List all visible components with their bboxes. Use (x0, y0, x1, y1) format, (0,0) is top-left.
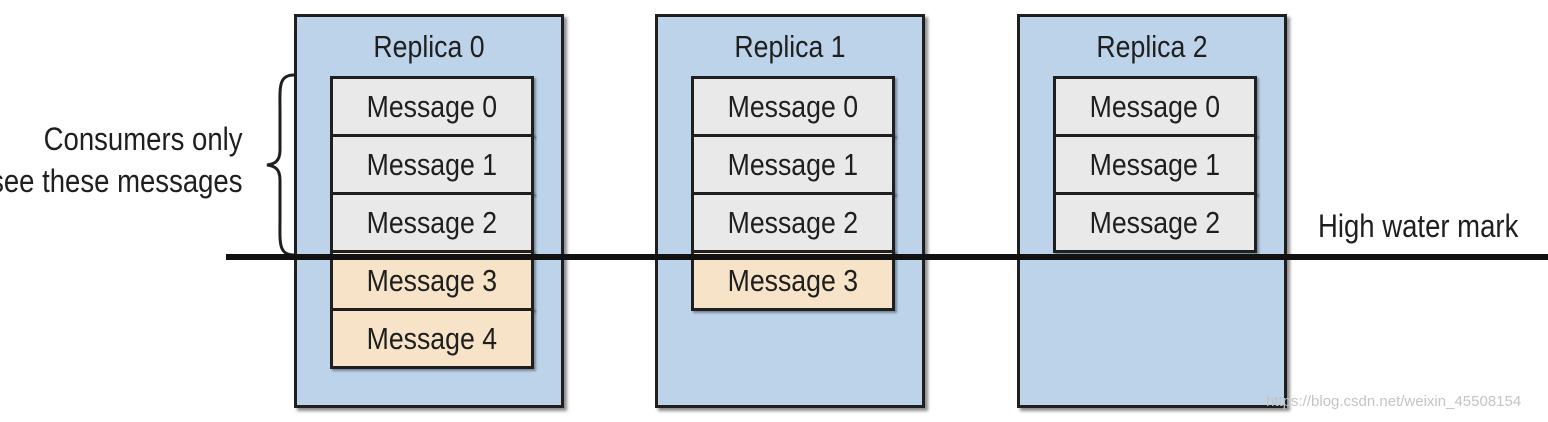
message-cell: Message 2 (691, 192, 895, 253)
curly-brace-icon (266, 73, 295, 257)
message-cell: Message 4 (330, 308, 534, 369)
message-log: Message 0 Message 1 Message 2 Message 3 (691, 76, 895, 311)
consumers-note: Consumers only see these messages (0, 118, 242, 202)
message-cell: Message 2 (1053, 192, 1257, 253)
message-log: Message 0 Message 1 Message 2 (1053, 76, 1257, 253)
replica-0: Replica 0 Message 0 Message 1 Message 2 … (294, 14, 564, 408)
replica-title: Replica 0 (373, 29, 485, 64)
watermark-text: https://blog.csdn.net/weixin_45508154 (1266, 393, 1522, 410)
message-cell: Message 3 (691, 250, 895, 311)
message-cell: Message 2 (330, 192, 534, 253)
replica-title: Replica 2 (1096, 29, 1208, 64)
message-cell: Message 1 (1053, 134, 1257, 195)
message-cell: Message 3 (330, 250, 534, 311)
replica-1: Replica 1 Message 0 Message 1 Message 2 … (655, 14, 925, 408)
replica-2: Replica 2 Message 0 Message 1 Message 2 (1017, 14, 1287, 408)
replica-title: Replica 1 (734, 29, 846, 64)
message-cell: Message 0 (330, 76, 534, 137)
consumers-note-line-1: Consumers only (43, 121, 242, 157)
high-water-mark-line (226, 254, 1548, 260)
high-water-mark-label: High water mark (1318, 208, 1519, 244)
message-cell: Message 0 (691, 76, 895, 137)
consumers-note-line-2: see these messages (0, 163, 242, 199)
message-cell: Message 1 (691, 134, 895, 195)
message-log: Message 0 Message 1 Message 2 Message 3 … (330, 76, 534, 369)
message-cell: Message 0 (1053, 76, 1257, 137)
message-cell: Message 1 (330, 134, 534, 195)
